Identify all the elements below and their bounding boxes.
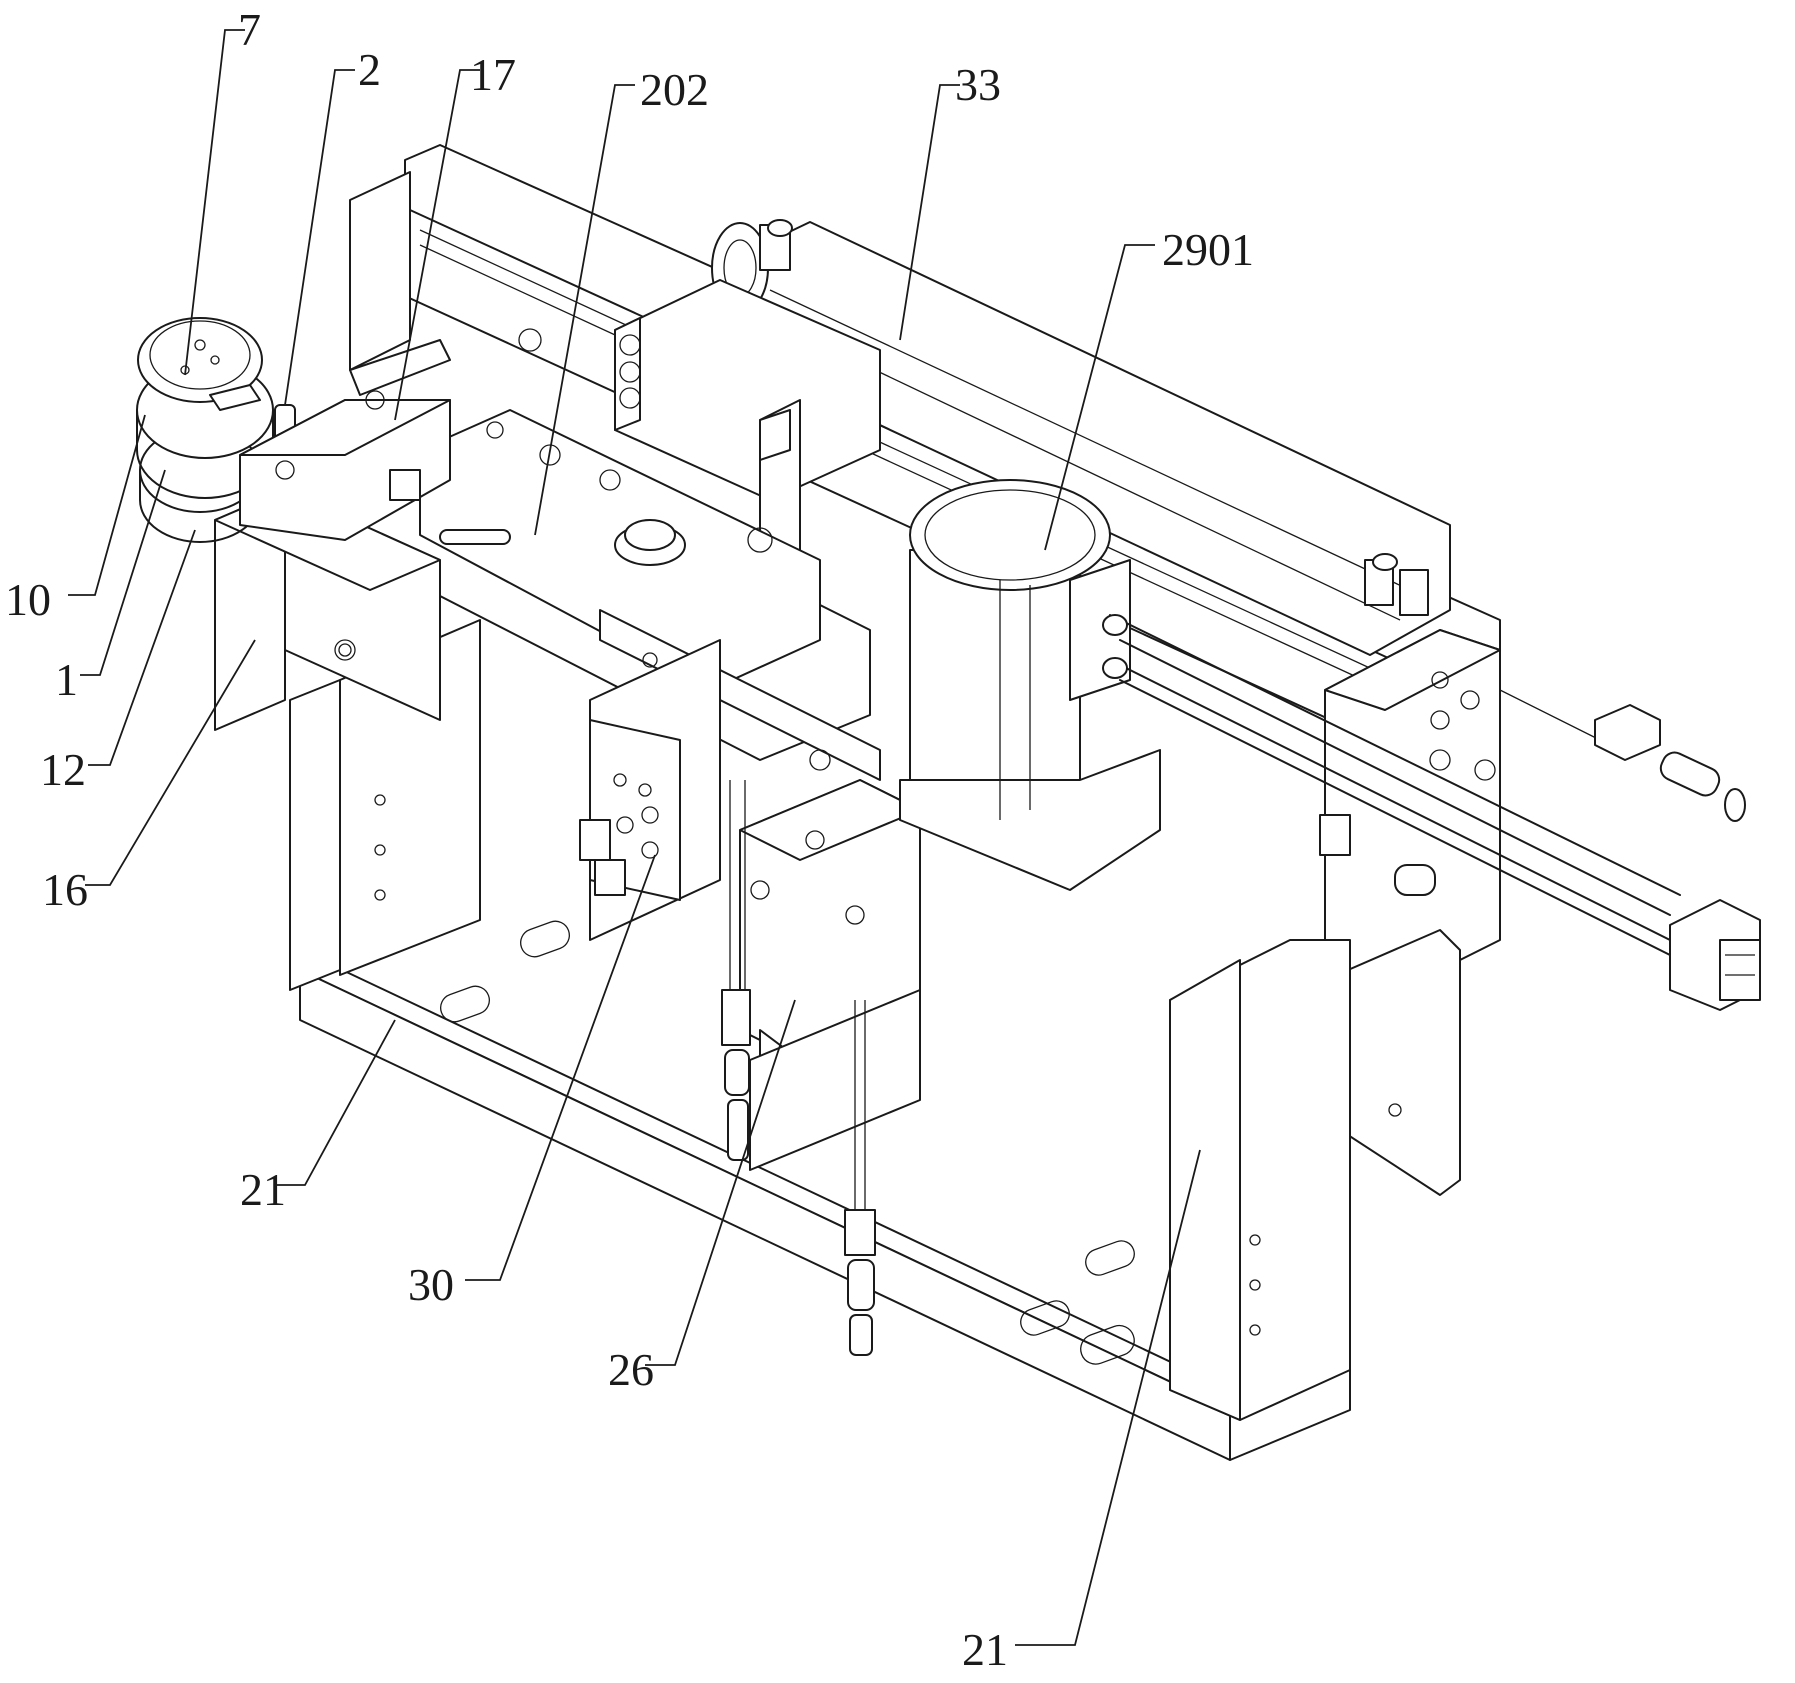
callout-202: 202 bbox=[640, 64, 709, 115]
callout-16: 16 bbox=[42, 864, 88, 915]
cylinder-26 bbox=[739, 779, 921, 1171]
callout-2901: 2901 bbox=[1162, 224, 1254, 275]
callout-21-bottom: 21 bbox=[962, 1624, 1008, 1675]
callout-33: 33 bbox=[955, 59, 1001, 110]
callout-26: 26 bbox=[608, 1344, 654, 1395]
callout-7: 7 bbox=[238, 4, 261, 55]
sensor-block-30 bbox=[579, 639, 721, 941]
base-frame-21 bbox=[289, 619, 1351, 1461]
callout-21-left: 21 bbox=[240, 1164, 286, 1215]
right-connectors bbox=[1499, 689, 1761, 1011]
callout-17: 17 bbox=[470, 49, 516, 100]
gripper-assembly bbox=[136, 317, 451, 731]
guide-rods bbox=[1102, 614, 1691, 966]
callout-leaders bbox=[68, 29, 1201, 1646]
callout-10: 10 bbox=[5, 574, 51, 625]
callout-12: 12 bbox=[40, 744, 86, 795]
callout-30: 30 bbox=[408, 1259, 454, 1310]
hanging-cables bbox=[721, 780, 876, 1356]
callout-1: 1 bbox=[55, 654, 78, 705]
callout-labels: 7 2 17 202 33 2901 10 1 12 16 21 30 26 2… bbox=[5, 4, 1254, 1675]
motor-2901 bbox=[899, 479, 1161, 891]
top-plate-202 bbox=[359, 409, 881, 781]
right-end-plate bbox=[1319, 629, 1501, 1196]
callout-2: 2 bbox=[358, 44, 381, 95]
